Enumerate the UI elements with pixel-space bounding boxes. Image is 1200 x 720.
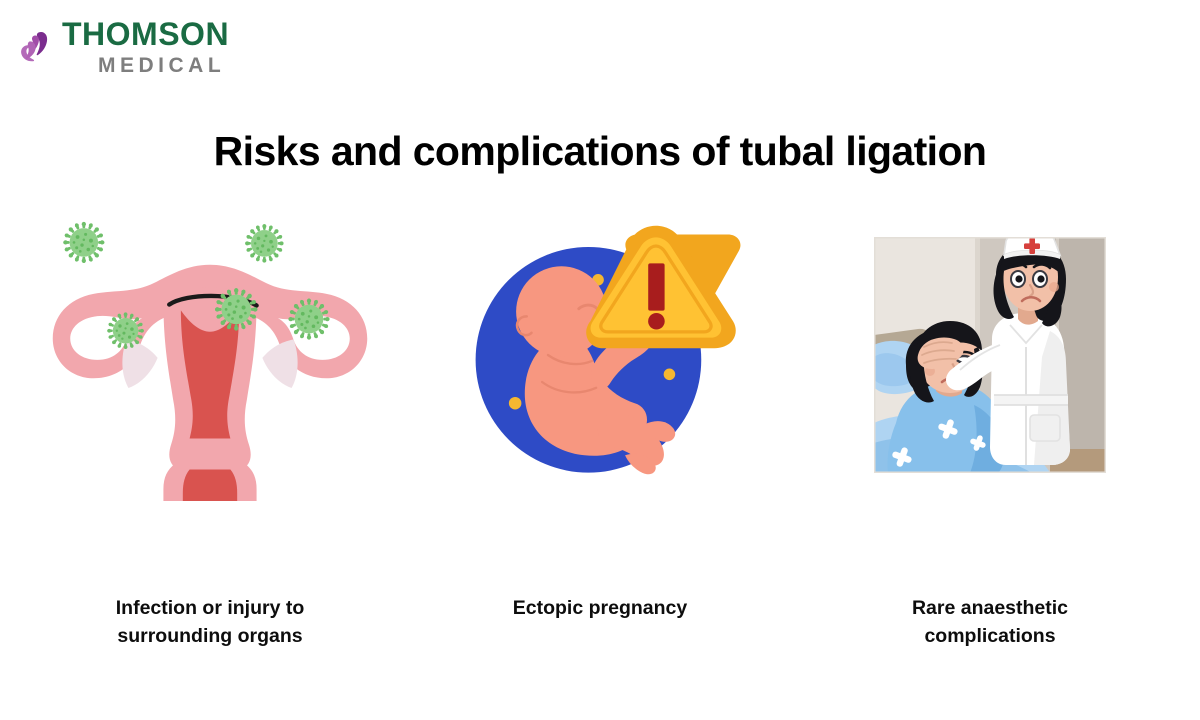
warning-triangle-icon <box>586 225 741 349</box>
risk-card-caption: Infection or injury to surrounding organ… <box>115 597 305 647</box>
brand-wordmark: THOMSON MEDICAL <box>62 18 229 76</box>
brand-logo: THOMSON MEDICAL <box>18 18 229 76</box>
fetus-figure <box>515 266 676 475</box>
brand-name-primary: THOMSON <box>62 16 230 52</box>
uterus-with-virus-particles-icon <box>40 195 380 515</box>
risk-card-caption: Rare anaesthetic complications <box>911 597 1069 647</box>
fetus-in-circle-with-warning-icon <box>430 195 770 515</box>
risk-card-ectopic: Ectopic pregnancy <box>430 195 770 650</box>
risk-card-anaesthetic: Rare anaesthetic complications <box>820 195 1160 650</box>
risk-card-caption: Ectopic pregnancy <box>512 597 688 619</box>
risk-card-infection: Infection or injury to surrounding organ… <box>40 195 380 650</box>
page-title: Risks and complications of tubal ligatio… <box>213 128 987 175</box>
risk-cards-row: Infection or injury to surrounding organ… <box>0 195 1200 650</box>
butterfly-logo-icon <box>18 28 56 68</box>
nurse-and-patient-photo <box>820 195 1160 515</box>
brand-name-secondary: MEDICAL <box>98 54 226 77</box>
